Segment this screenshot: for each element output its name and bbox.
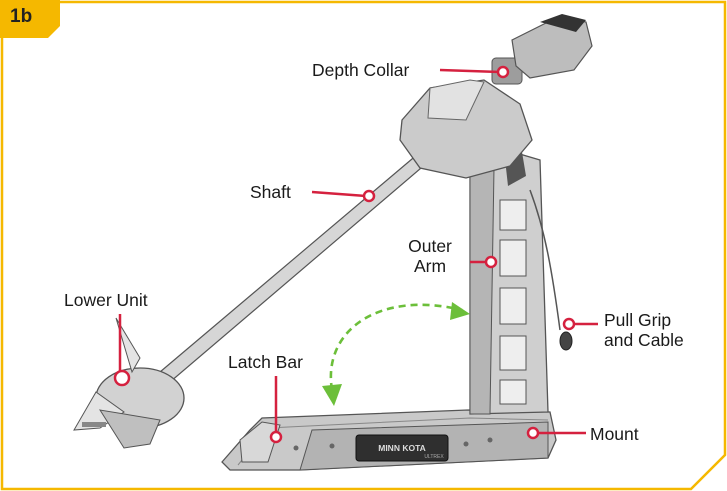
label-outer-arm: Outer Arm <box>398 236 462 276</box>
label-pull-grip-line2: and Cable <box>604 330 684 350</box>
outer-arm-illustration <box>469 140 549 415</box>
label-outer-arm-line1: Outer <box>408 236 452 256</box>
pull-cable <box>529 189 561 331</box>
figure-badge-label: 1b <box>10 6 33 27</box>
shaft-illustration <box>159 147 435 383</box>
label-pull-grip: Pull Grip and Cable <box>604 310 684 350</box>
rotation-arrow <box>329 303 463 391</box>
brand-plate-line2: ULTREX <box>424 454 444 460</box>
mount-illustration: MINN KOTA ULTREX <box>221 409 557 471</box>
figure-badge-shape <box>0 0 60 38</box>
label-outer-arm-line2: Arm <box>413 256 447 276</box>
label-pull-grip-line1: Pull Grip <box>604 310 672 330</box>
label-lower-unit: Lower Unit <box>64 290 148 310</box>
steering-head-illustration <box>399 14 593 179</box>
label-depth-collar: Depth Collar <box>312 60 410 80</box>
label-mount: Mount <box>590 424 639 444</box>
rotation-arrowhead-top <box>450 302 470 320</box>
figure-badge: 1b <box>0 0 58 38</box>
label-shaft: Shaft <box>250 182 291 202</box>
label-latch-bar: Latch Bar <box>228 352 303 372</box>
pull-grip <box>559 331 573 351</box>
rotation-arrowhead-bottom <box>322 384 342 406</box>
brand-plate-line1: MINN KOTA <box>378 443 426 453</box>
callouts <box>118 65 598 444</box>
brand-plate <box>355 434 449 462</box>
lower-unit-illustration <box>73 317 185 449</box>
